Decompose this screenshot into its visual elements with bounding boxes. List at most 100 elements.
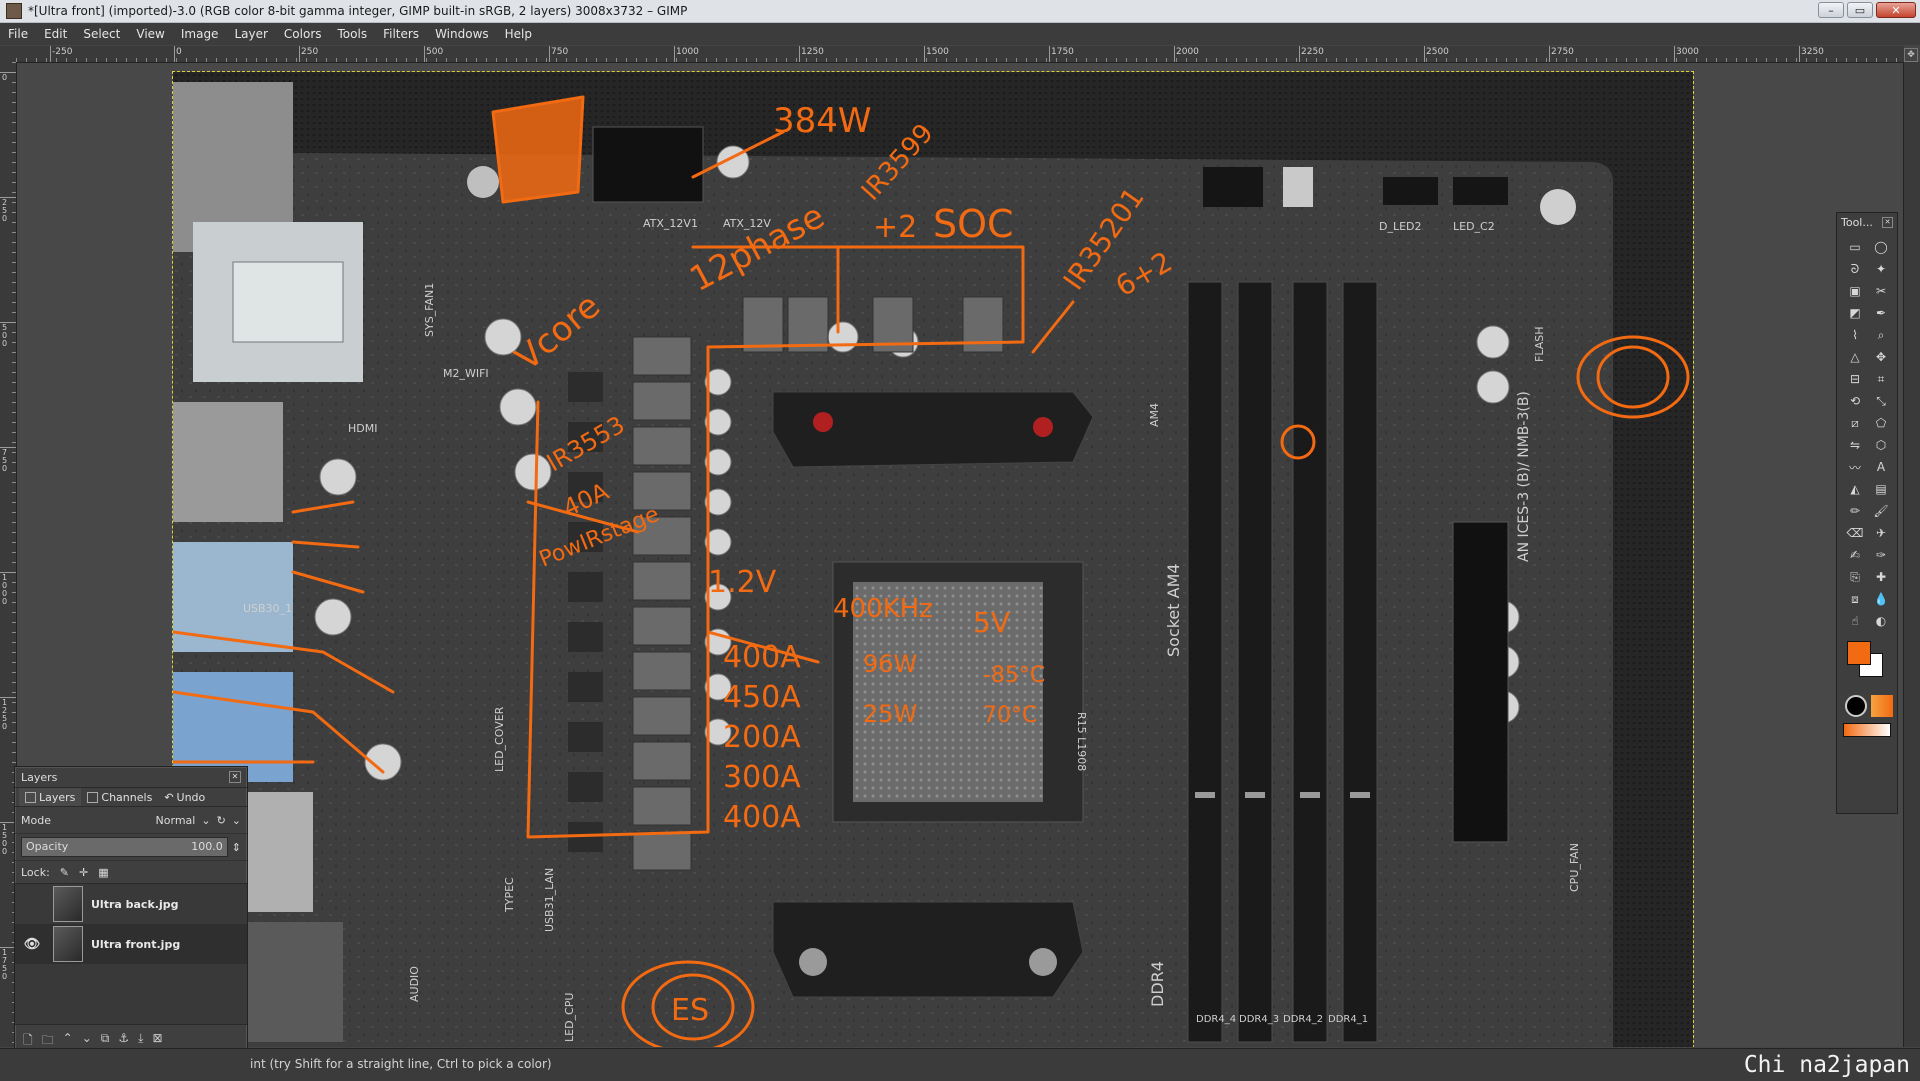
warp-icon[interactable]: 〰	[1848, 460, 1861, 475]
paths-icon[interactable]: ✒	[1875, 306, 1887, 320]
menu-help[interactable]: Help	[504, 27, 532, 41]
perspective-clone-icon[interactable]: ⧈	[1851, 591, 1859, 606]
menu-tools[interactable]: Tools	[337, 27, 368, 41]
ellipse-select-icon[interactable]: ◯	[1874, 240, 1888, 254]
foreground-color-swatch[interactable]	[1847, 641, 1871, 665]
color-picker-icon[interactable]: ⌇	[1852, 328, 1858, 342]
rotate-icon[interactable]: ⟲	[1849, 394, 1861, 408]
layer-item[interactable]: Ultra back.jpg	[15, 884, 247, 924]
menu-layer[interactable]: Layer	[234, 27, 268, 41]
blur-icon[interactable]: 💧	[1873, 592, 1889, 606]
eye-icon[interactable]: 👁	[23, 936, 41, 952]
delete-layer-icon[interactable]: ⊠	[152, 1031, 163, 1045]
image-canvas[interactable]: ATX_12V1 ATX_12V M2_WIFI HDMI USB30_1 D_…	[172, 71, 1694, 1047]
image-canvas-area[interactable]: ATX_12V1 ATX_12V M2_WIFI HDMI USB30_1 D_…	[17, 63, 1904, 1047]
bucket-fill-icon[interactable]: ◭	[1850, 482, 1860, 496]
rect-select-icon[interactable]: ▭	[1849, 240, 1861, 254]
ruler-label: 3000	[1676, 47, 1699, 57]
ruler-corner-button[interactable]	[0, 46, 17, 63]
layer-item-selected[interactable]: 👁 Ultra front.jpg	[15, 924, 247, 964]
align-icon[interactable]: ⊟	[1849, 372, 1861, 386]
lock-alpha-icon[interactable]: ▦	[98, 865, 109, 879]
scissors-icon[interactable]: ✂	[1875, 284, 1887, 298]
cage-icon[interactable]: ⬡	[1875, 438, 1887, 452]
annot-current: 300A	[723, 760, 801, 795]
color-selector[interactable]	[1843, 637, 1897, 689]
shear-icon[interactable]: ⧄	[1851, 415, 1859, 430]
merge-layer-icon[interactable]: ⤓	[138, 1031, 144, 1045]
maximize-button[interactable]: ▭	[1847, 2, 1873, 18]
close-toolbox-icon[interactable]: ✕	[1882, 216, 1893, 228]
layer-name: Ultra back.jpg	[91, 897, 179, 911]
spinner-icon[interactable]: ⇕	[231, 840, 241, 854]
annot-watt: 25W	[863, 700, 917, 728]
anchor-layer-icon[interactable]: ⚓	[118, 1031, 130, 1045]
vertical-ruler[interactable]: 0 250 500 750 1000 1250 1500 1750	[0, 62, 17, 1047]
scale-icon[interactable]: ⤡	[1876, 393, 1886, 408]
pattern-preview[interactable]	[1871, 695, 1893, 717]
zoom-icon[interactable]: ⌕	[1877, 327, 1885, 342]
tab-channels[interactable]: Channels	[81, 788, 158, 806]
lock-pixels-icon[interactable]: ✎	[59, 865, 70, 879]
vertical-scrollbar[interactable]	[1903, 62, 1920, 1047]
free-select-icon[interactable]: ᘐ	[1850, 261, 1860, 276]
menu-filters[interactable]: Filters	[383, 27, 420, 41]
dodge-burn-icon[interactable]: ◐	[1875, 614, 1887, 628]
move-icon[interactable]: ✥	[1875, 350, 1887, 364]
ink-icon[interactable]: ✍	[1849, 548, 1861, 562]
menu-windows[interactable]: Windows	[435, 27, 489, 41]
horizontal-ruler[interactable]: -250 0 250 500 750 1000 1250 1500 1750 2…	[16, 46, 1904, 63]
menu-file[interactable]: File	[8, 27, 29, 41]
flip-icon[interactable]: ⇋	[1849, 438, 1861, 452]
ruler-label: 2000	[1176, 47, 1199, 57]
menu-select[interactable]: Select	[83, 27, 121, 41]
gradient-icon[interactable]: ▤	[1875, 482, 1887, 496]
color-select-icon[interactable]: ▣	[1849, 284, 1861, 298]
ruler-label: 2250	[1301, 47, 1324, 57]
mode-select[interactable]: Normal ⌄ ↻ ⌄	[156, 814, 241, 827]
duplicate-layer-icon[interactable]: ⧉	[100, 1031, 110, 1045]
mypaint-brush-icon[interactable]: ✑	[1875, 548, 1887, 562]
heal-icon[interactable]: ✚	[1875, 570, 1887, 584]
text-icon[interactable]: A	[1876, 460, 1886, 474]
pencil-icon[interactable]: ✏	[1849, 504, 1861, 518]
eraser-icon[interactable]: ⌫	[1846, 526, 1864, 540]
annot-ambient: -85°C	[983, 663, 1045, 688]
measure-icon[interactable]: △	[1850, 350, 1860, 364]
ruler-label: 1250	[801, 47, 824, 57]
close-dock-icon[interactable]: ✕	[229, 771, 241, 783]
paintbrush-icon[interactable]: 🖌	[1873, 504, 1889, 518]
clone-icon[interactable]: ⎘	[1850, 569, 1860, 584]
menu-view[interactable]: View	[136, 27, 165, 41]
label-choke: R15 L1908	[1075, 712, 1088, 771]
smudge-icon[interactable]: ☝	[1851, 614, 1859, 628]
opacity-row: Opacity 100.0 ⇕	[15, 834, 247, 861]
airbrush-icon[interactable]: ✈	[1875, 526, 1887, 540]
tab-layers[interactable]: Layers	[19, 788, 82, 806]
fuzzy-select-icon[interactable]: ✦	[1875, 262, 1887, 276]
menu-colors[interactable]: Colors	[283, 27, 322, 41]
menu-image[interactable]: Image	[180, 27, 219, 41]
new-group-icon[interactable]: 🗀	[41, 1033, 54, 1047]
foreground-select-icon[interactable]: ◩	[1849, 306, 1861, 320]
lower-layer-icon[interactable]: ⌄	[81, 1031, 92, 1045]
menu-edit[interactable]: Edit	[44, 27, 68, 41]
close-button[interactable]: ✕	[1876, 2, 1916, 18]
crop-icon[interactable]: ⌗	[1877, 371, 1885, 386]
navigate-icon[interactable]: ✥	[1904, 48, 1918, 62]
perspective-icon[interactable]: ⬠	[1875, 416, 1887, 430]
gradient-preview[interactable]	[1843, 723, 1891, 737]
label-am4: AM4	[1148, 403, 1161, 427]
minimize-button[interactable]: –	[1818, 2, 1844, 18]
label-led-cpu: LED_CPU	[563, 993, 576, 1042]
brush-preview[interactable]	[1845, 695, 1867, 717]
raise-layer-icon[interactable]: ⌃	[62, 1031, 73, 1045]
tab-undo[interactable]: ↶ Undo	[158, 788, 211, 806]
mode-switch-icon[interactable]: ↻	[216, 813, 226, 827]
new-layer-icon[interactable]: 🗋	[23, 1033, 33, 1047]
layer-thumbnail	[53, 886, 83, 922]
opacity-slider[interactable]: Opacity 100.0	[21, 837, 228, 857]
ruler-label: 1000	[676, 47, 699, 57]
lock-position-icon[interactable]: ✛	[79, 865, 89, 879]
ruler-label: 500	[426, 47, 444, 57]
